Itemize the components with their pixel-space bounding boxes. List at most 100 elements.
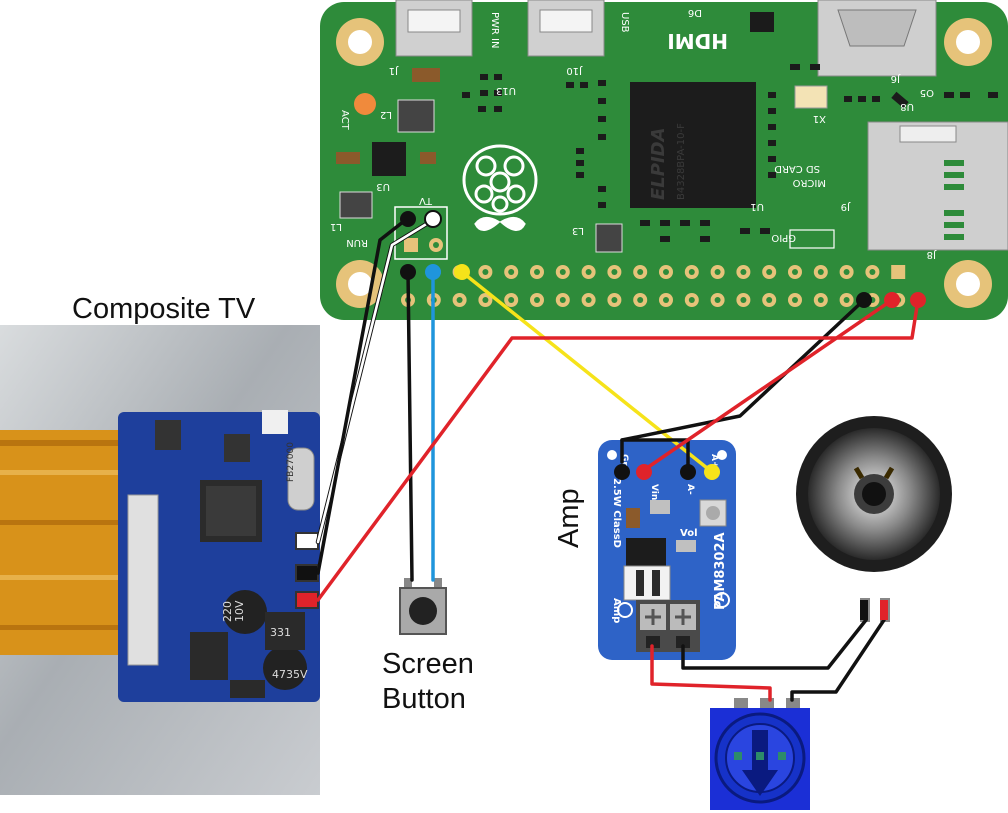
tv-driver-board: FB27000 220 10V 47 35V 331 (118, 410, 320, 702)
tv-white-terminal (295, 532, 319, 550)
gpio-pin-hole (559, 269, 566, 275)
gpio-pin-hole (843, 269, 850, 275)
gpio-pin-hole (714, 297, 721, 303)
composite-tv-label: Composite TV (72, 293, 256, 325)
gpio-pin-hole (766, 269, 773, 275)
pin-markers (400, 210, 926, 480)
gpio-pin-hole (792, 269, 798, 275)
gpio-pin-hole (585, 269, 592, 275)
gpio-pin-hole (740, 297, 747, 303)
act-label: ACT (339, 110, 350, 131)
u3-chip (372, 142, 406, 176)
raspberry-pi-zero: PWR IN USB J1 J10 HDMI D6 J6 ACT L2 (320, 0, 1008, 320)
amp-word: Amp (611, 598, 622, 623)
gpio-pin-hole (611, 269, 618, 275)
screen-button-label-1: Screen (382, 648, 474, 680)
pi-5v-amp-dot (884, 292, 900, 308)
amp-aplus-dot (704, 464, 720, 480)
gpio-pin-hole (508, 269, 515, 275)
gpio-label: GPIO (771, 232, 796, 243)
act-led (354, 93, 376, 115)
micro-sd-slot (867, 121, 1008, 251)
amp-pin-vin: Vin (649, 484, 659, 500)
pi-gnd-button-dot (400, 264, 416, 280)
volume-potentiometer (710, 698, 810, 810)
gpio-pin-hole (585, 297, 592, 303)
amp-pin-aplus: A+ (709, 454, 719, 469)
ref-d6: D6 (688, 7, 702, 18)
gpio-pin-hole (534, 269, 540, 275)
amp-pin-aminus: A- (685, 484, 695, 495)
chip-part-label: B4328BPA-10-F (676, 123, 687, 200)
ref-l3: L3 (572, 225, 584, 236)
tv-label: TV (419, 195, 433, 206)
pi-gnd-amp-dot (856, 292, 872, 308)
l2-inductor (397, 99, 435, 133)
gpio-pin-hole (482, 297, 489, 303)
pwr-in-label: PWR IN (489, 12, 500, 48)
raspberry-logo (462, 144, 538, 231)
gpio-pin-hole (869, 269, 876, 275)
ref-u13: U13 (496, 85, 516, 96)
amp-pin-gnd: Gnd (619, 454, 629, 474)
run-label: RUN (346, 237, 368, 248)
amp-vin-dot (636, 464, 652, 480)
sd-label-1: MICRO (792, 177, 826, 188)
ref-j10: J10 (566, 65, 583, 76)
pi-tv-signal-dot (424, 210, 442, 228)
gpio-pin-hole (792, 297, 798, 303)
cap1-label-2: 10V (233, 600, 246, 622)
amp-aminus-dot (680, 464, 696, 480)
gpio-pin-hole (559, 297, 566, 303)
pi-5v-tv-dot (910, 292, 926, 308)
gpio-pin-hole (817, 269, 824, 275)
amp-title: PAM8302A (713, 532, 728, 610)
tactile-button (399, 578, 447, 635)
cap1-label-1: 220 (221, 601, 234, 622)
gpio-pin-hole (843, 297, 850, 303)
speaker (796, 416, 952, 622)
gpio-pin-hole (817, 297, 824, 303)
gpio-pin-hole (456, 297, 463, 303)
tv-red-terminal (295, 591, 319, 609)
hdmi-label: HDMI (667, 29, 728, 53)
gpio-pin-hole (637, 297, 644, 303)
ref-u3: U3 (376, 181, 390, 192)
sd-label-2: SD CARD (774, 163, 820, 174)
gpio-pin-hole (688, 269, 695, 275)
ribbon-cable (0, 430, 135, 655)
pi-blue-gpio-dot (425, 264, 441, 280)
amp-gnd-dot (614, 464, 630, 480)
ref-j6: J6 (891, 73, 901, 84)
tv-black-terminal (295, 564, 319, 582)
gpio-pin-hole (637, 269, 644, 275)
ref-u8: U8 (900, 101, 914, 112)
ref-x1: X1 (813, 113, 826, 124)
usb-label: USB (619, 12, 630, 33)
gpio-pin-hole (688, 297, 695, 303)
ref-o5: O5 (920, 87, 934, 98)
gpio-pin-hole (482, 269, 489, 275)
amp-vol: Vol (680, 528, 698, 539)
cap2-label-1: 47 (272, 668, 286, 681)
pam8302a-amp-board: PAM8302A 2.5W ClassD Amp Vol Gnd Vin A- … (598, 440, 736, 660)
inductor-label: 331 (270, 626, 291, 639)
composite-tv-screen: FB27000 220 10V 47 35V 331 (0, 325, 320, 795)
pi-tv-gnd-dot (400, 211, 416, 227)
l1-inductor (339, 191, 373, 219)
pi-yellow-gpio-dot (454, 264, 470, 280)
gpio-pin-hole (611, 297, 618, 303)
chip-brand-label: ELPIDA (648, 127, 669, 200)
gpio-pin-hole (740, 269, 747, 275)
cap2-label-2: 35V (286, 668, 308, 681)
l3-inductor (595, 223, 623, 253)
ref-j1: J1 (389, 65, 399, 76)
gpio-pin-hole (508, 297, 515, 303)
ref-u1: U1 (750, 201, 764, 212)
amp-desc: 2.5W ClassD (611, 478, 622, 548)
ref-l2: L2 (380, 109, 392, 120)
ref-l1: L1 (330, 221, 342, 232)
gpio-pin-hole (534, 297, 540, 303)
gpio-pin-hole (663, 297, 669, 303)
